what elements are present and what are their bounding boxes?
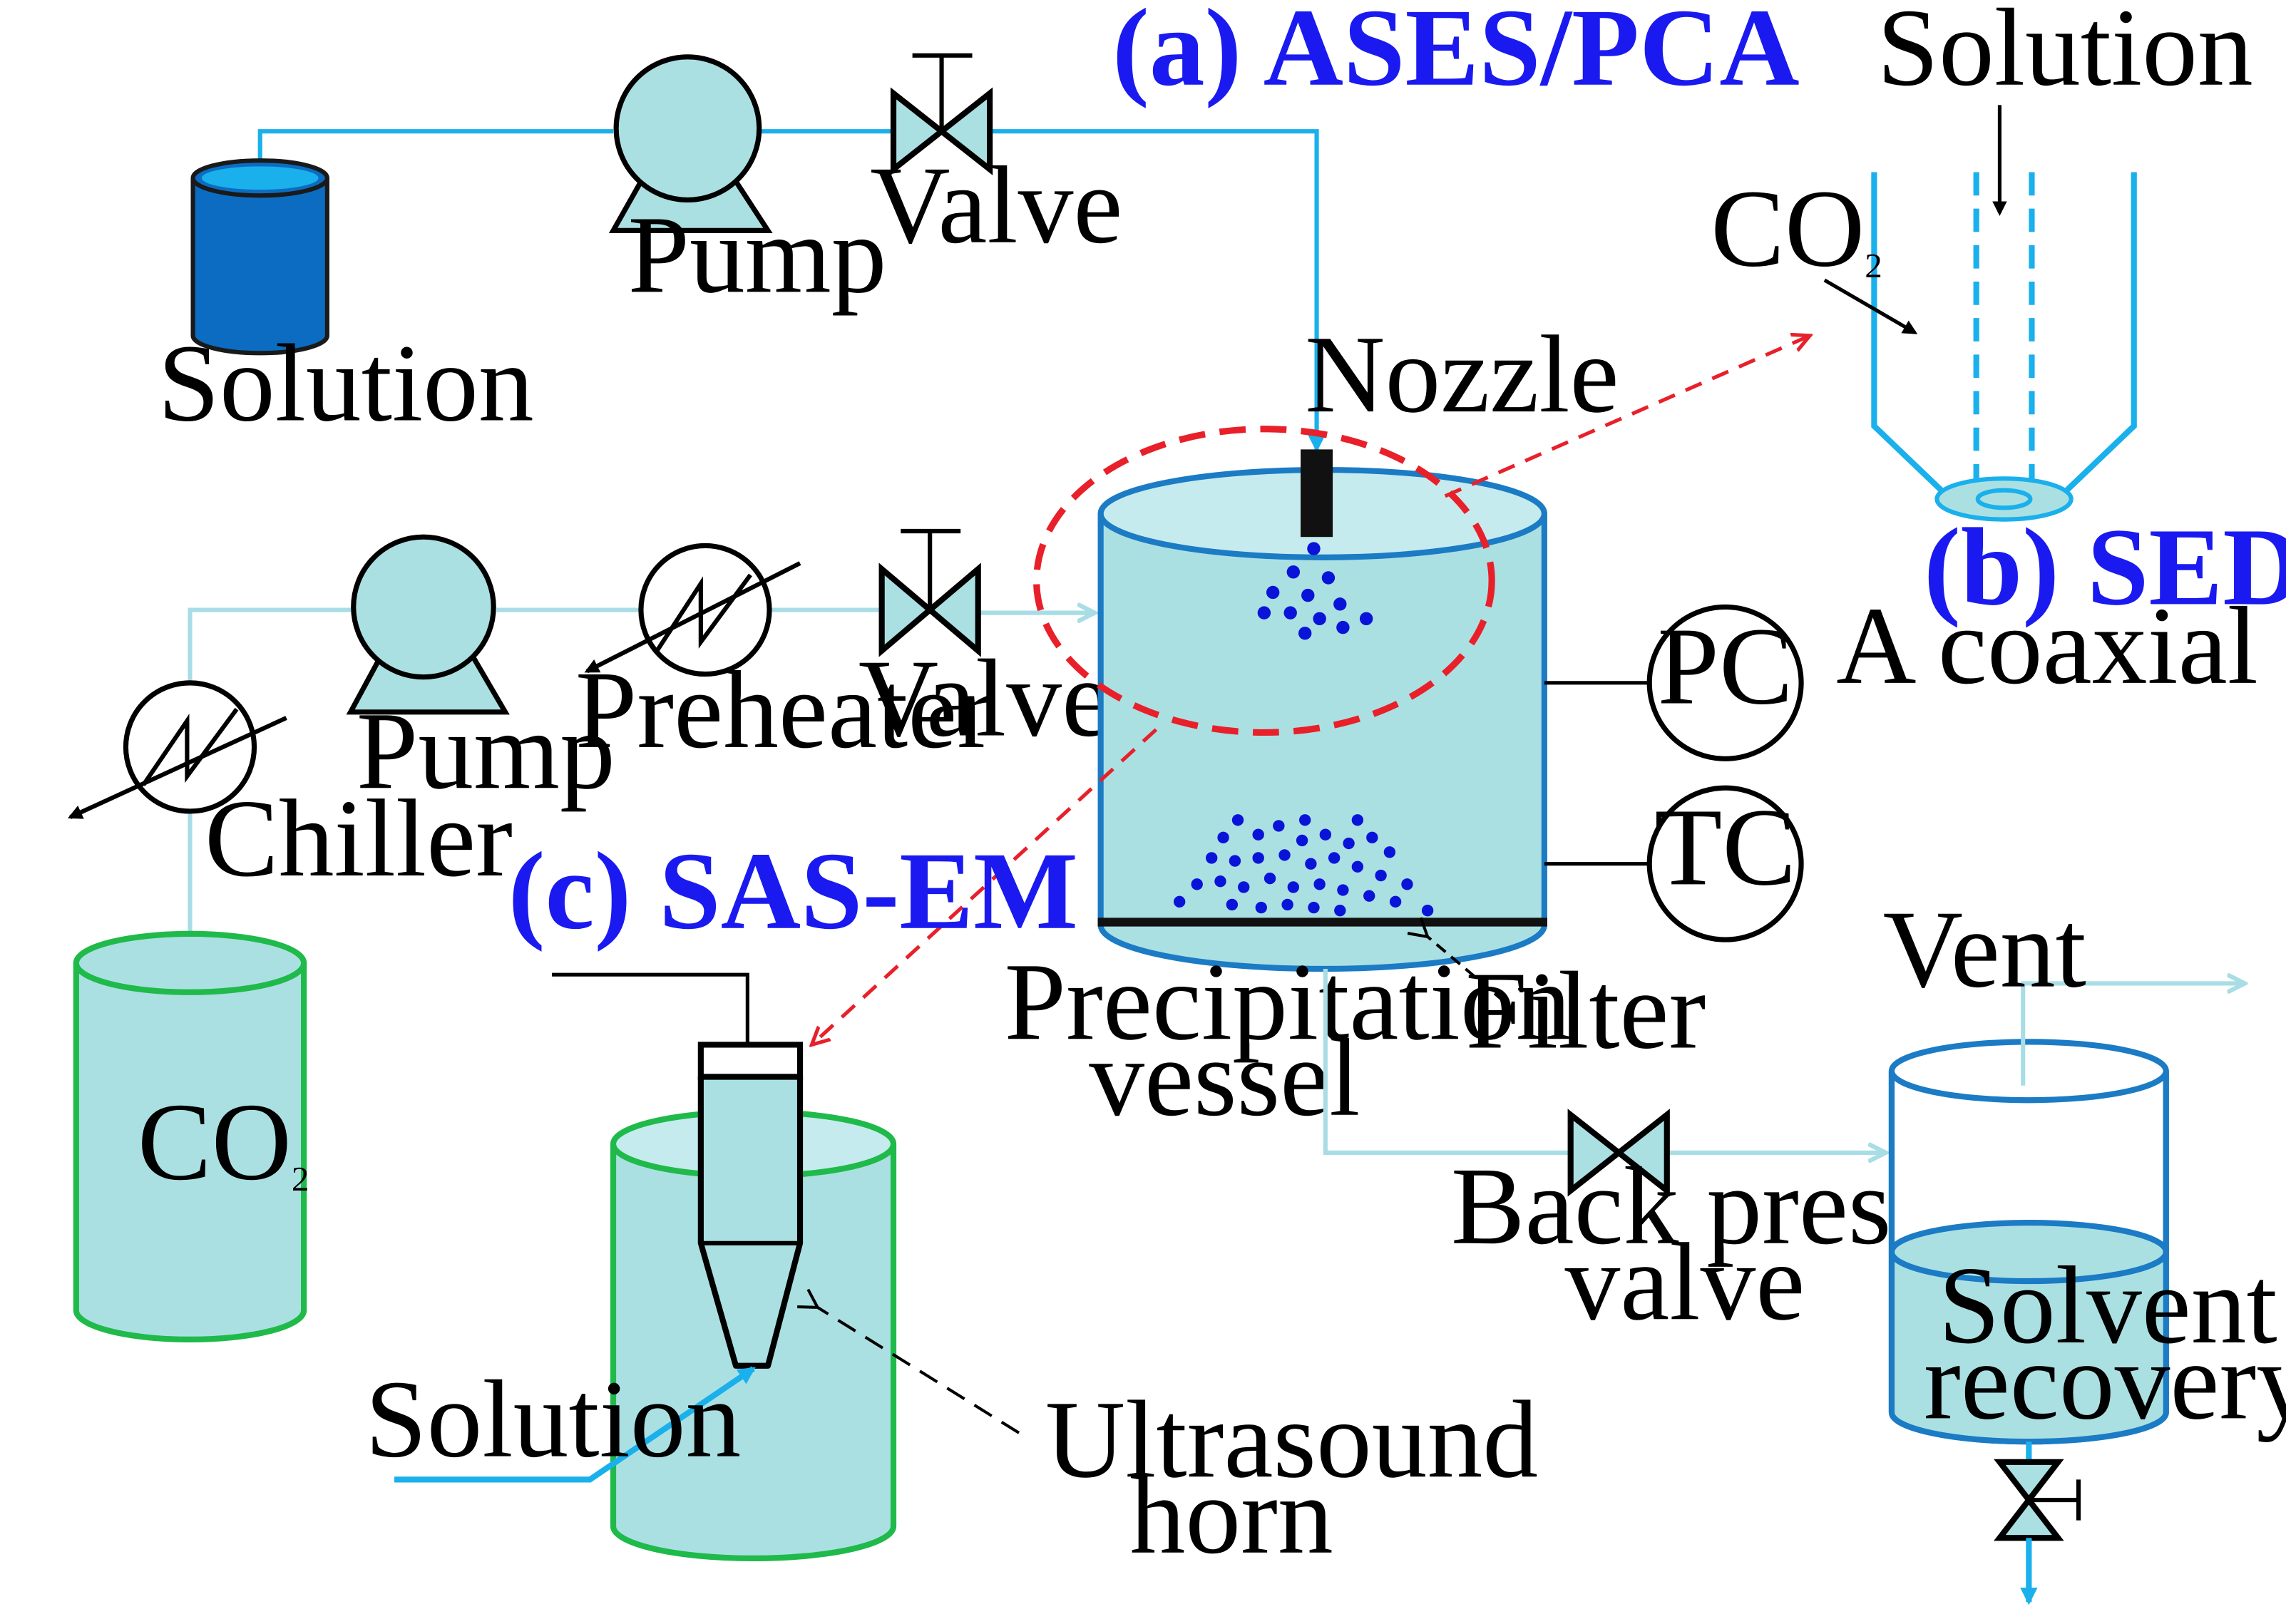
coax-co2-label: CO2: [1711, 167, 1882, 290]
top-valve: [890, 53, 993, 175]
nozzle-label: Nozzle: [1305, 312, 1619, 436]
solvent-recovery-vessel: [1888, 1039, 2169, 1445]
recovery-label-line1: Solvent: [1938, 1243, 2277, 1367]
recovery-label-line2: recovery: [1924, 1319, 2286, 1442]
sas-solution-line: [394, 1366, 756, 1483]
ultrasound-horn: [552, 972, 804, 1369]
co2-pump-label: Pump: [357, 689, 615, 812]
top-pump-label: Pump: [628, 192, 887, 316]
top-valve-label: Valve: [870, 143, 1122, 267]
zoom-indicators: [811, 336, 1810, 1045]
horn-label-line1: Ultrasound: [1045, 1377, 1538, 1501]
horn-label-line2: horn: [1130, 1454, 1333, 1577]
sas-solution-label: Solution: [365, 1357, 741, 1481]
pc-label: PC: [1658, 605, 1793, 728]
spray-particles: [1257, 542, 1373, 640]
top-pump: [608, 54, 773, 233]
settled-particles: [1173, 814, 1434, 917]
chiller-label: Chiller: [205, 776, 513, 900]
outlet-line: [1323, 969, 1886, 1153]
co2-valve: [878, 528, 981, 657]
title-ases-pca: (a) ASES/PCA: [1112, 0, 1800, 109]
temperature-controller: [1544, 785, 1804, 942]
chiller: [67, 680, 287, 819]
solution-tank-label: Solution: [158, 321, 533, 444]
filter-pointer: [1407, 917, 1505, 1002]
drain-valve: [1994, 1441, 2081, 1605]
back-pressure-valve: [1567, 1109, 1670, 1197]
co2-tank: [73, 930, 307, 1342]
coaxial-nozzle: [1823, 105, 2137, 522]
title-sas-em: (c) SAS-EM: [508, 829, 1078, 952]
coax-co2-subscript: 2: [1865, 246, 1882, 285]
vessel-label-line1: Precipitation: [1005, 940, 1572, 1063]
horn-pointer: [797, 1288, 1020, 1434]
vent-line: [2021, 983, 2245, 1086]
nozzle-body: [1301, 449, 1333, 538]
solution-tank: [190, 158, 329, 356]
co2-tank-label: CO2: [138, 1080, 309, 1203]
tc-label: TC: [1654, 785, 1796, 908]
preheater-label: Preheater: [575, 648, 994, 771]
filter-label: Filter: [1465, 949, 1706, 1072]
coax-solution-label: Solution: [1877, 0, 2253, 109]
vessel-label-line2: vessel: [1089, 1016, 1360, 1139]
pressure-controller: [1544, 604, 1804, 761]
co2-tank-subscript: 2: [292, 1159, 309, 1198]
vent-label: Vent: [1883, 888, 2086, 1011]
preheater: [584, 543, 801, 677]
bpv-label-line2: valve: [1565, 1220, 1805, 1343]
title-seds: (b) SEDS: [1924, 505, 2286, 628]
coax-caption: A coaxial nozzle: [1836, 584, 2286, 707]
co2-valve-label: Valve: [858, 637, 1111, 760]
co2-feed-line: [188, 610, 1095, 949]
co2-pump: [346, 534, 510, 715]
solution-feed-line: [257, 129, 1326, 453]
